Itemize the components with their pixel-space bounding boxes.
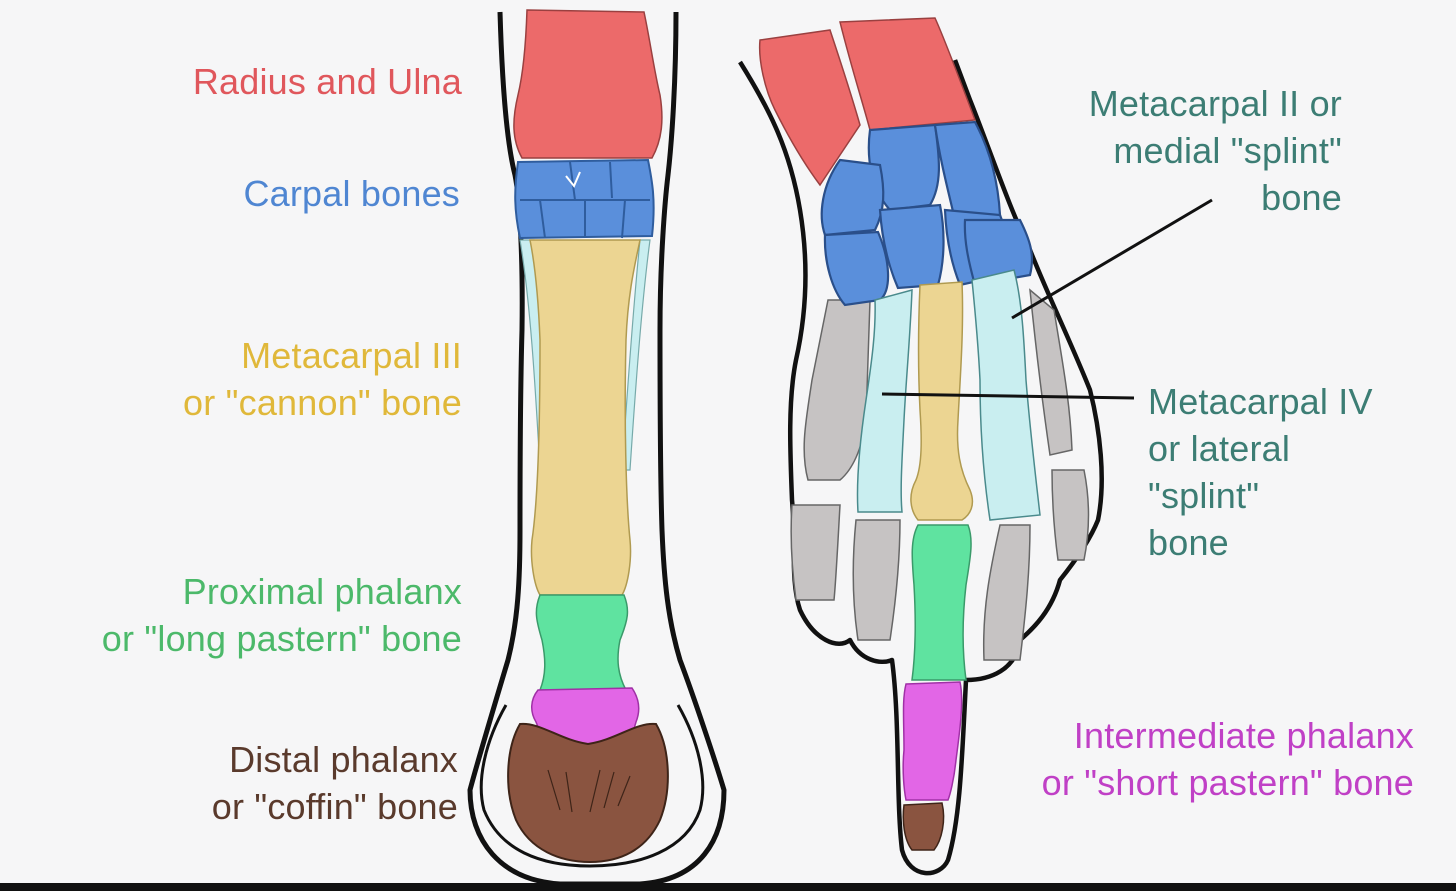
human-carpal-bones <box>820 120 1034 307</box>
label-metacarpal-iii: Metacarpal III or "cannon" bone <box>183 335 462 423</box>
human-outer-fingers <box>790 288 1090 661</box>
horse-proximal-phalanx <box>535 594 629 691</box>
horse-cannon-bone <box>529 239 641 596</box>
label-carpal-bones: Carpal bones <box>243 173 460 214</box>
horse-leg <box>467 9 727 887</box>
human-proximal-phalanx <box>911 524 972 681</box>
label-intermediate-phalanx: Intermediate phalanx or "short pastern" … <box>1041 715 1414 803</box>
bottom-rule <box>0 883 1456 891</box>
label-distal-phalanx: Distal phalanx or "coffin" bone <box>211 739 458 827</box>
human-hand <box>738 17 1104 876</box>
human-metacarpal-iii <box>910 281 974 521</box>
label-metacarpal-ii: Metacarpal II or medial "splint" bone <box>1088 83 1342 218</box>
leader-line-metacarpal-ii <box>1011 198 1213 320</box>
horse-carpal-bones <box>514 158 655 240</box>
hoof-inner-outline <box>479 704 705 868</box>
label-metacarpal-iv: Metacarpal IV or lateral "splint" bone <box>1148 381 1373 563</box>
horse-distal-phalanx <box>507 722 669 864</box>
human-hand-outline <box>738 59 1104 876</box>
horse-radius-ulna <box>513 9 663 159</box>
label-radius-ulna: Radius and Ulna <box>192 61 462 102</box>
human-intermediate-phalanx <box>902 681 963 801</box>
human-distal-phalanx <box>902 802 945 851</box>
leader-line-metacarpal-iv <box>881 392 1135 400</box>
label-proximal-phalanx: Proximal phalanx or "long pastern" bone <box>101 571 462 659</box>
human-radius-ulna <box>758 17 977 187</box>
